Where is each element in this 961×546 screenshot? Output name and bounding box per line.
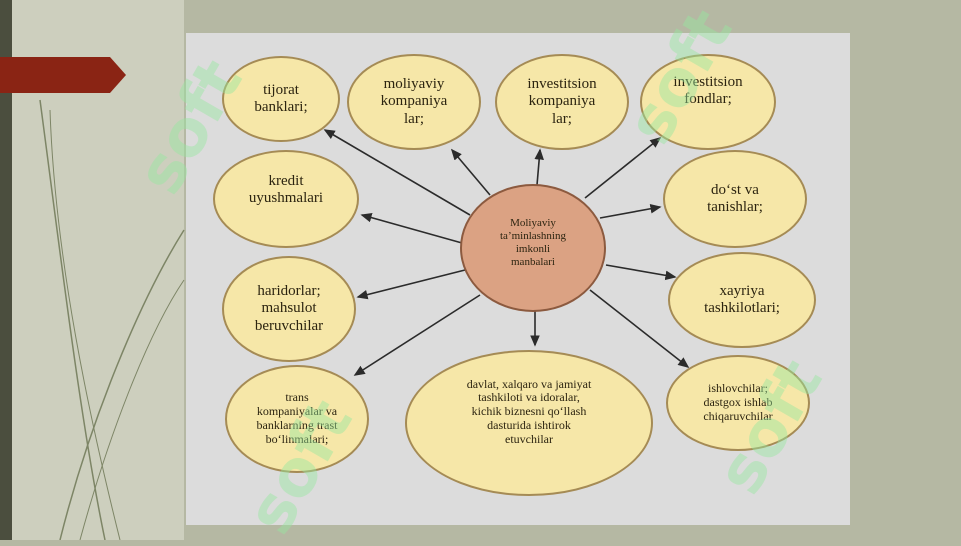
node-label: ishlovchilar; dastgox ishlab chiqaruvchi…	[703, 381, 773, 423]
node-trans-kompaniyalar: trans kompaniyalar va banklarning trast …	[225, 365, 369, 473]
node-label: davlat, xalqaro va jamiyat tashkiloti va…	[466, 376, 592, 446]
arrow-to-xayriya	[605, 264, 677, 281]
node-label: kredit uyushmalari	[248, 172, 324, 206]
arrow-to-haridorlar	[356, 269, 466, 300]
node-tijorat-banklari: tijorat banklari;	[222, 56, 340, 142]
node-moliyaviy-kompaniyalar: moliyaviy kompaniya lar;	[347, 54, 481, 150]
center-node-label: Moliyaviy ta’minlashning imkonli manbala…	[500, 216, 566, 269]
arrow-to-kredit	[360, 212, 463, 244]
node-label: investitsion fondlar;	[673, 73, 743, 107]
left-decorative-bar	[0, 0, 12, 540]
arrow-to-investitsion-kompaniya	[534, 148, 544, 186]
arrow-to-trans	[353, 294, 481, 376]
node-xayriya-tashkilotlari: xayriya tashkilotlari;	[668, 252, 816, 348]
node-investitsion-kompaniyalar: investitsion kompaniya lar;	[495, 54, 629, 150]
node-kredit-uyushmalari: kredit uyushmalari	[213, 150, 359, 248]
arrow-to-investitsion-fondlar	[584, 137, 662, 199]
arrow-to-dost	[599, 204, 662, 219]
node-investitsion-fondlar: investitsion fondlar;	[640, 54, 776, 150]
node-label: do‘st va tanishlar;	[707, 181, 763, 215]
node-label: trans kompaniyalar va banklarning trast …	[256, 390, 338, 446]
center-node-moliyaviy-taminlash: Moliyaviy ta’minlashning imkonli manbala…	[460, 184, 606, 312]
arrow-to-tijorat	[323, 129, 471, 216]
node-haridorlar: haridorlar; mahsulot beruvchilar	[222, 256, 356, 362]
node-davlat-tashkilotlari: davlat, xalqaro va jamiyat tashkiloti va…	[405, 350, 653, 496]
node-label: tijorat banklari;	[254, 81, 308, 115]
node-dost-va-tanishlar: do‘st va tanishlar;	[663, 150, 807, 248]
node-ishlovchilar: ishlovchilar; dastgox ishlab chiqaruvchi…	[666, 355, 810, 451]
accent-arrow-shape	[0, 57, 126, 93]
arrow-to-ishlovchilar	[589, 289, 690, 368]
node-label: xayriya tashkilotlari;	[704, 282, 780, 316]
node-label: moliyaviy kompaniya lar;	[380, 76, 448, 127]
node-label: investitsion kompaniya lar;	[527, 76, 597, 127]
arrow-to-moliyaviy	[450, 148, 491, 196]
node-label: haridorlar; mahsulot beruvchilar	[254, 283, 324, 334]
